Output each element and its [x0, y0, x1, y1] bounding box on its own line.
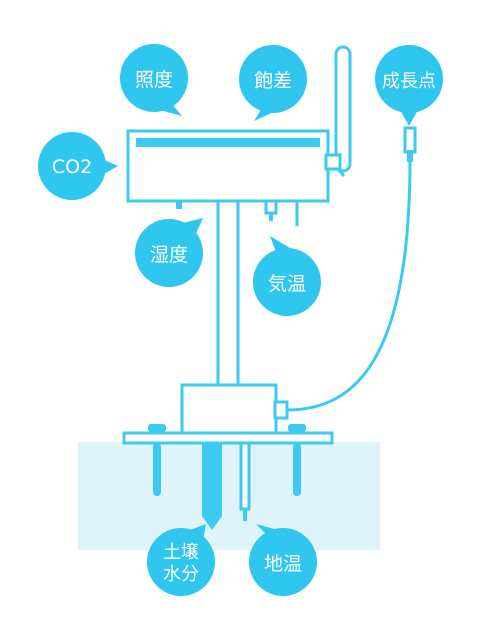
soil-temp-label: 地温 [264, 553, 302, 575]
soil-moisture-label-line1: 土壌 [163, 542, 199, 563]
soil-area [78, 442, 380, 550]
soil-moisture-label-line2: 水分 [163, 564, 199, 585]
right-bolt [288, 424, 306, 496]
humidity-label: 湿度 [150, 244, 188, 266]
co2-label: CO2 [52, 156, 92, 178]
humidity-bubble: 湿度 [135, 218, 203, 287]
pole [216, 198, 240, 390]
growing-point-label: 成長点 [382, 71, 436, 92]
air-temp-label: 気温 [268, 273, 306, 295]
growing-point-bubble: 成長点 [375, 45, 443, 126]
co2-bubble: CO2 [38, 132, 118, 200]
soil-temp-probe [239, 441, 251, 521]
sensor-housing [126, 129, 342, 203]
saturation-deficit-bubble: 飽差 [239, 45, 307, 121]
air-temp-bubble: 気温 [253, 236, 321, 316]
base-box [180, 383, 289, 437]
soil-moisture-bubble: 土壌 水分 [147, 524, 215, 596]
illuminance-bubble: 照度 [120, 44, 188, 116]
soil-moisture-probe [202, 443, 222, 530]
humidity-probe [176, 201, 182, 209]
growing-point-probe [403, 126, 417, 162]
air-temp-probe [264, 199, 299, 226]
illuminance-label: 照度 [135, 69, 173, 91]
sensor-cable [286, 159, 412, 412]
soil-temp-bubble: 地温 [249, 524, 317, 596]
left-bolt [148, 424, 166, 496]
saturation-deficit-label: 飽差 [254, 70, 292, 92]
base-plate [122, 431, 334, 445]
